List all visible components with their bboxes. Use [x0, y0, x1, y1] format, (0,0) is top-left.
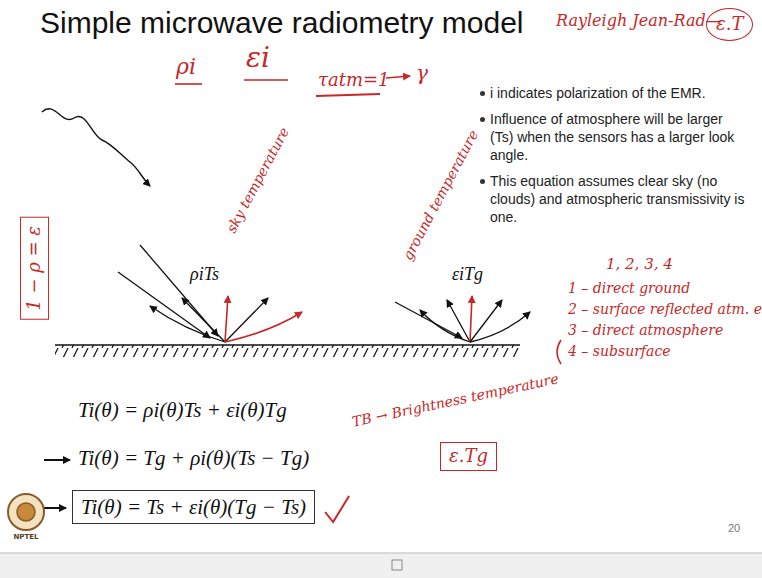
handwritten-note: 1, 2, 3, 4 [606, 256, 673, 273]
emitted-ray [225, 312, 302, 342]
reflected-ray [182, 298, 225, 342]
bullet-text: This equation assumes clear sky (no clou… [490, 172, 748, 226]
component-label: εiTg [452, 264, 483, 285]
underline [316, 94, 380, 96]
handwritten-symbol: ρi [176, 54, 196, 79]
player-bar [0, 553, 762, 578]
player-bar [0, 553, 762, 554]
boxed-note: ε.Tg [440, 442, 497, 471]
bracket [557, 340, 561, 364]
bullet-text: Influence of atmosphere will be larger (… [490, 110, 748, 164]
handwritten-note: ground temperature [399, 127, 481, 262]
ground-line [55, 344, 520, 346]
emitted-ray [420, 310, 470, 342]
handwritten-list-item: 4 – subsurface [568, 343, 671, 359]
boxed-relation: 1 − ρ = ε [20, 217, 49, 320]
reflected-ray [150, 306, 225, 342]
emitted-ray [447, 300, 470, 342]
page-number: 20 [728, 522, 740, 535]
equation: Ti(θ) = ρi(θ)Ts + εi(θ)Tg [78, 398, 287, 422]
handwritten-symbol: εi [246, 42, 270, 74]
handwritten-list-item: 2 – surface reflected atm. em [568, 301, 762, 317]
handwritten-list-item: 1 – direct ground [568, 280, 690, 296]
reflected-ray [225, 298, 268, 342]
emitted-ray [470, 312, 530, 342]
equation: Ti(θ) = Tg + ρi(θ)(Ts − Tg) [78, 446, 309, 470]
player-button [392, 560, 402, 570]
bullet-dot [480, 179, 485, 184]
check-mark [325, 496, 349, 522]
handwritten-note: τatm=1 [318, 70, 390, 91]
node-text: 1 − ρ = ε [24, 226, 45, 311]
underline [244, 79, 288, 81]
bullet-dot [480, 117, 485, 122]
ground-hatch [55, 345, 520, 357]
bullet-dot [480, 91, 485, 96]
slide-title: Simple microwave radiometry model [40, 6, 524, 41]
implies-arrow [44, 507, 66, 509]
emitted-ray [470, 296, 472, 342]
incoming-radiation [42, 109, 150, 186]
handwritten-note: sky temperature [223, 125, 292, 236]
emitted-ray [470, 300, 502, 342]
implies-arrow [44, 459, 70, 461]
node-text: Ti(θ) = Ts + εi(θ)(Tg − Ts) [81, 495, 306, 519]
red-arrow [386, 76, 410, 78]
node-text: ε.Tg [449, 446, 488, 467]
boxed-equation: Ti(θ) = Ts + εi(θ)(Tg − Ts) [72, 490, 315, 524]
handwritten-list-item: 3 – direct atmosphere [568, 322, 723, 338]
handwritten-symbol: γ [416, 62, 428, 85]
handwritten-note: Rayleigh Jean-Rad— [556, 12, 722, 30]
bullet-text: i indicates polarization of the EMR. [490, 84, 748, 102]
logo-emblem [17, 503, 35, 521]
incoming-ray [395, 302, 462, 338]
logo-text: NPTEL [13, 533, 38, 541]
emitted-ray [225, 296, 228, 342]
component-label: ρiTs [190, 264, 219, 285]
handwritten-note: TB → Brightness temperature [350, 370, 559, 430]
logo-emblem [8, 494, 44, 530]
underline [175, 83, 202, 85]
